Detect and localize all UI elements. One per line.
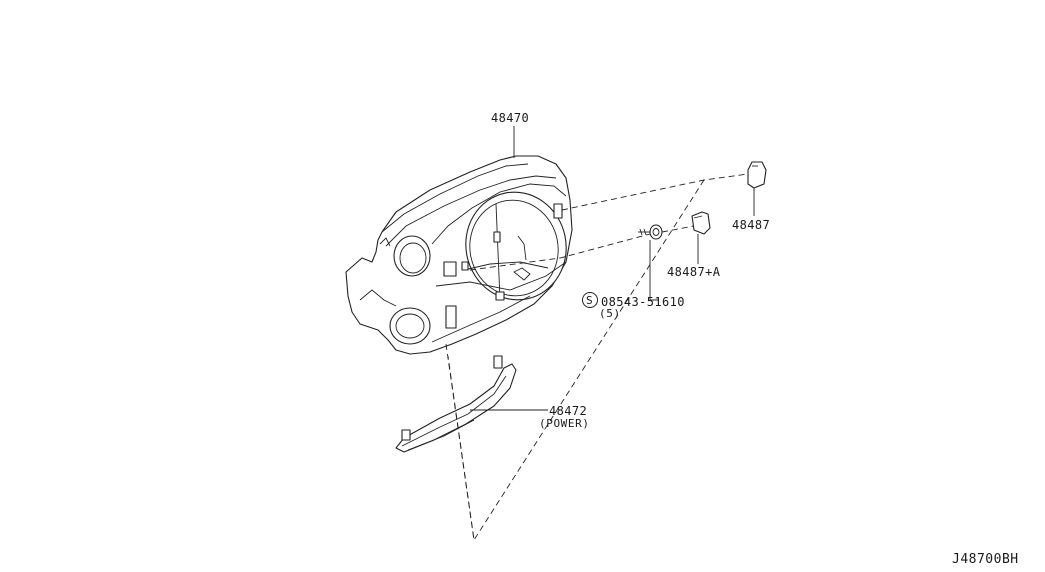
screw-symbol: S (582, 292, 598, 308)
leader-lines (470, 126, 755, 411)
reference-code: J48700BH (952, 552, 1019, 567)
cap-48487[interactable] (747, 161, 767, 189)
screw-symbol-letter: S (586, 294, 593, 307)
panel-48472[interactable] (395, 355, 517, 453)
assembly-lines (445, 173, 749, 542)
label-power-note: (POWER) (539, 417, 590, 430)
label-48487: 48487 (732, 218, 770, 232)
screw-08543-51610[interactable] (638, 224, 663, 240)
cap-48487a[interactable] (691, 211, 711, 235)
label-48487a: 48487+A (667, 265, 721, 279)
column-cover-48470[interactable] (345, 155, 576, 355)
label-screw-qty: (5) (599, 307, 621, 320)
label-48470: 48470 (491, 111, 529, 125)
label-48472: 48472 (549, 404, 587, 418)
label-08543-51610: 08543-51610 (601, 295, 685, 309)
